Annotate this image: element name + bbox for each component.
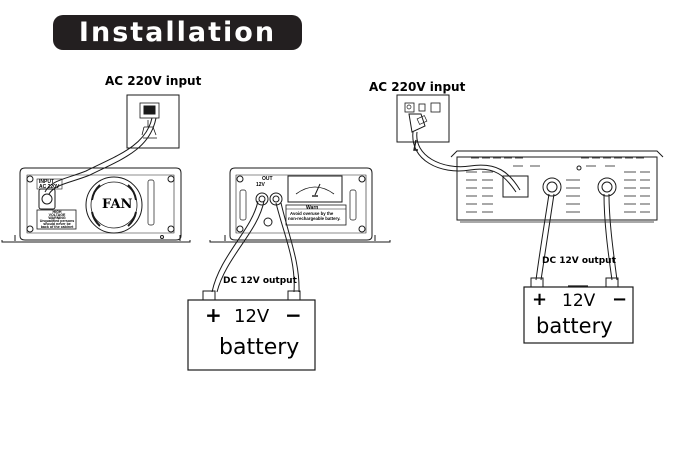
- input-spec: AC 220V: [39, 184, 60, 190]
- battery-voltage-right: 12V: [562, 291, 596, 311]
- warning-label: HIGH VOLTAGE WARNING Unqualified persons…: [38, 210, 76, 229]
- inverter-top-view: [450, 150, 664, 223]
- warning-line: Unqualified persons: [39, 219, 75, 223]
- battery-left-body: [187, 290, 316, 371]
- wall-socket-right: [396, 94, 450, 143]
- out-tag: OUT: [262, 176, 273, 182]
- warn-title: Warn: [306, 205, 319, 211]
- warning-line: should never be: [43, 222, 71, 226]
- warning-line: VOLTAGE: [48, 213, 66, 217]
- fan-label: FAN: [102, 197, 133, 212]
- inverter-front-panel: [209, 167, 391, 243]
- battery-name-left: battery: [219, 335, 300, 360]
- ac-input-label-right: AC 220V input: [369, 80, 466, 94]
- battery-minus-right: −: [612, 289, 628, 310]
- warn-line: Avoid overuse by the: [290, 211, 334, 216]
- warning-line: back of the cabinet: [40, 225, 74, 229]
- battery-voltage-left: 12V: [234, 306, 270, 327]
- battery-right-body: [523, 277, 634, 344]
- inverter-rear-panel: [1, 167, 191, 243]
- input-tag: INPUT: [39, 179, 54, 185]
- wall-socket-left: [126, 94, 180, 149]
- dc-output-label-left: DC 12V output: [223, 276, 297, 286]
- battery-plus-left: +: [205, 303, 222, 327]
- ac-input-label-left: AC 220V input: [105, 74, 202, 88]
- warning-line: WARNING: [48, 216, 66, 220]
- page-title: Installation: [78, 17, 277, 48]
- dc-output-label-right: DC 12V output: [542, 256, 616, 266]
- battery-name-right: battery: [536, 314, 613, 338]
- warning-line: HIGH: [52, 210, 62, 214]
- battery-minus-left: −: [285, 303, 302, 327]
- title-banner: Installation: [53, 15, 302, 50]
- warn-line: non-rechargeable battery.: [288, 216, 341, 221]
- battery-plus-right: +: [532, 289, 548, 310]
- out-spec: 12V: [256, 182, 265, 188]
